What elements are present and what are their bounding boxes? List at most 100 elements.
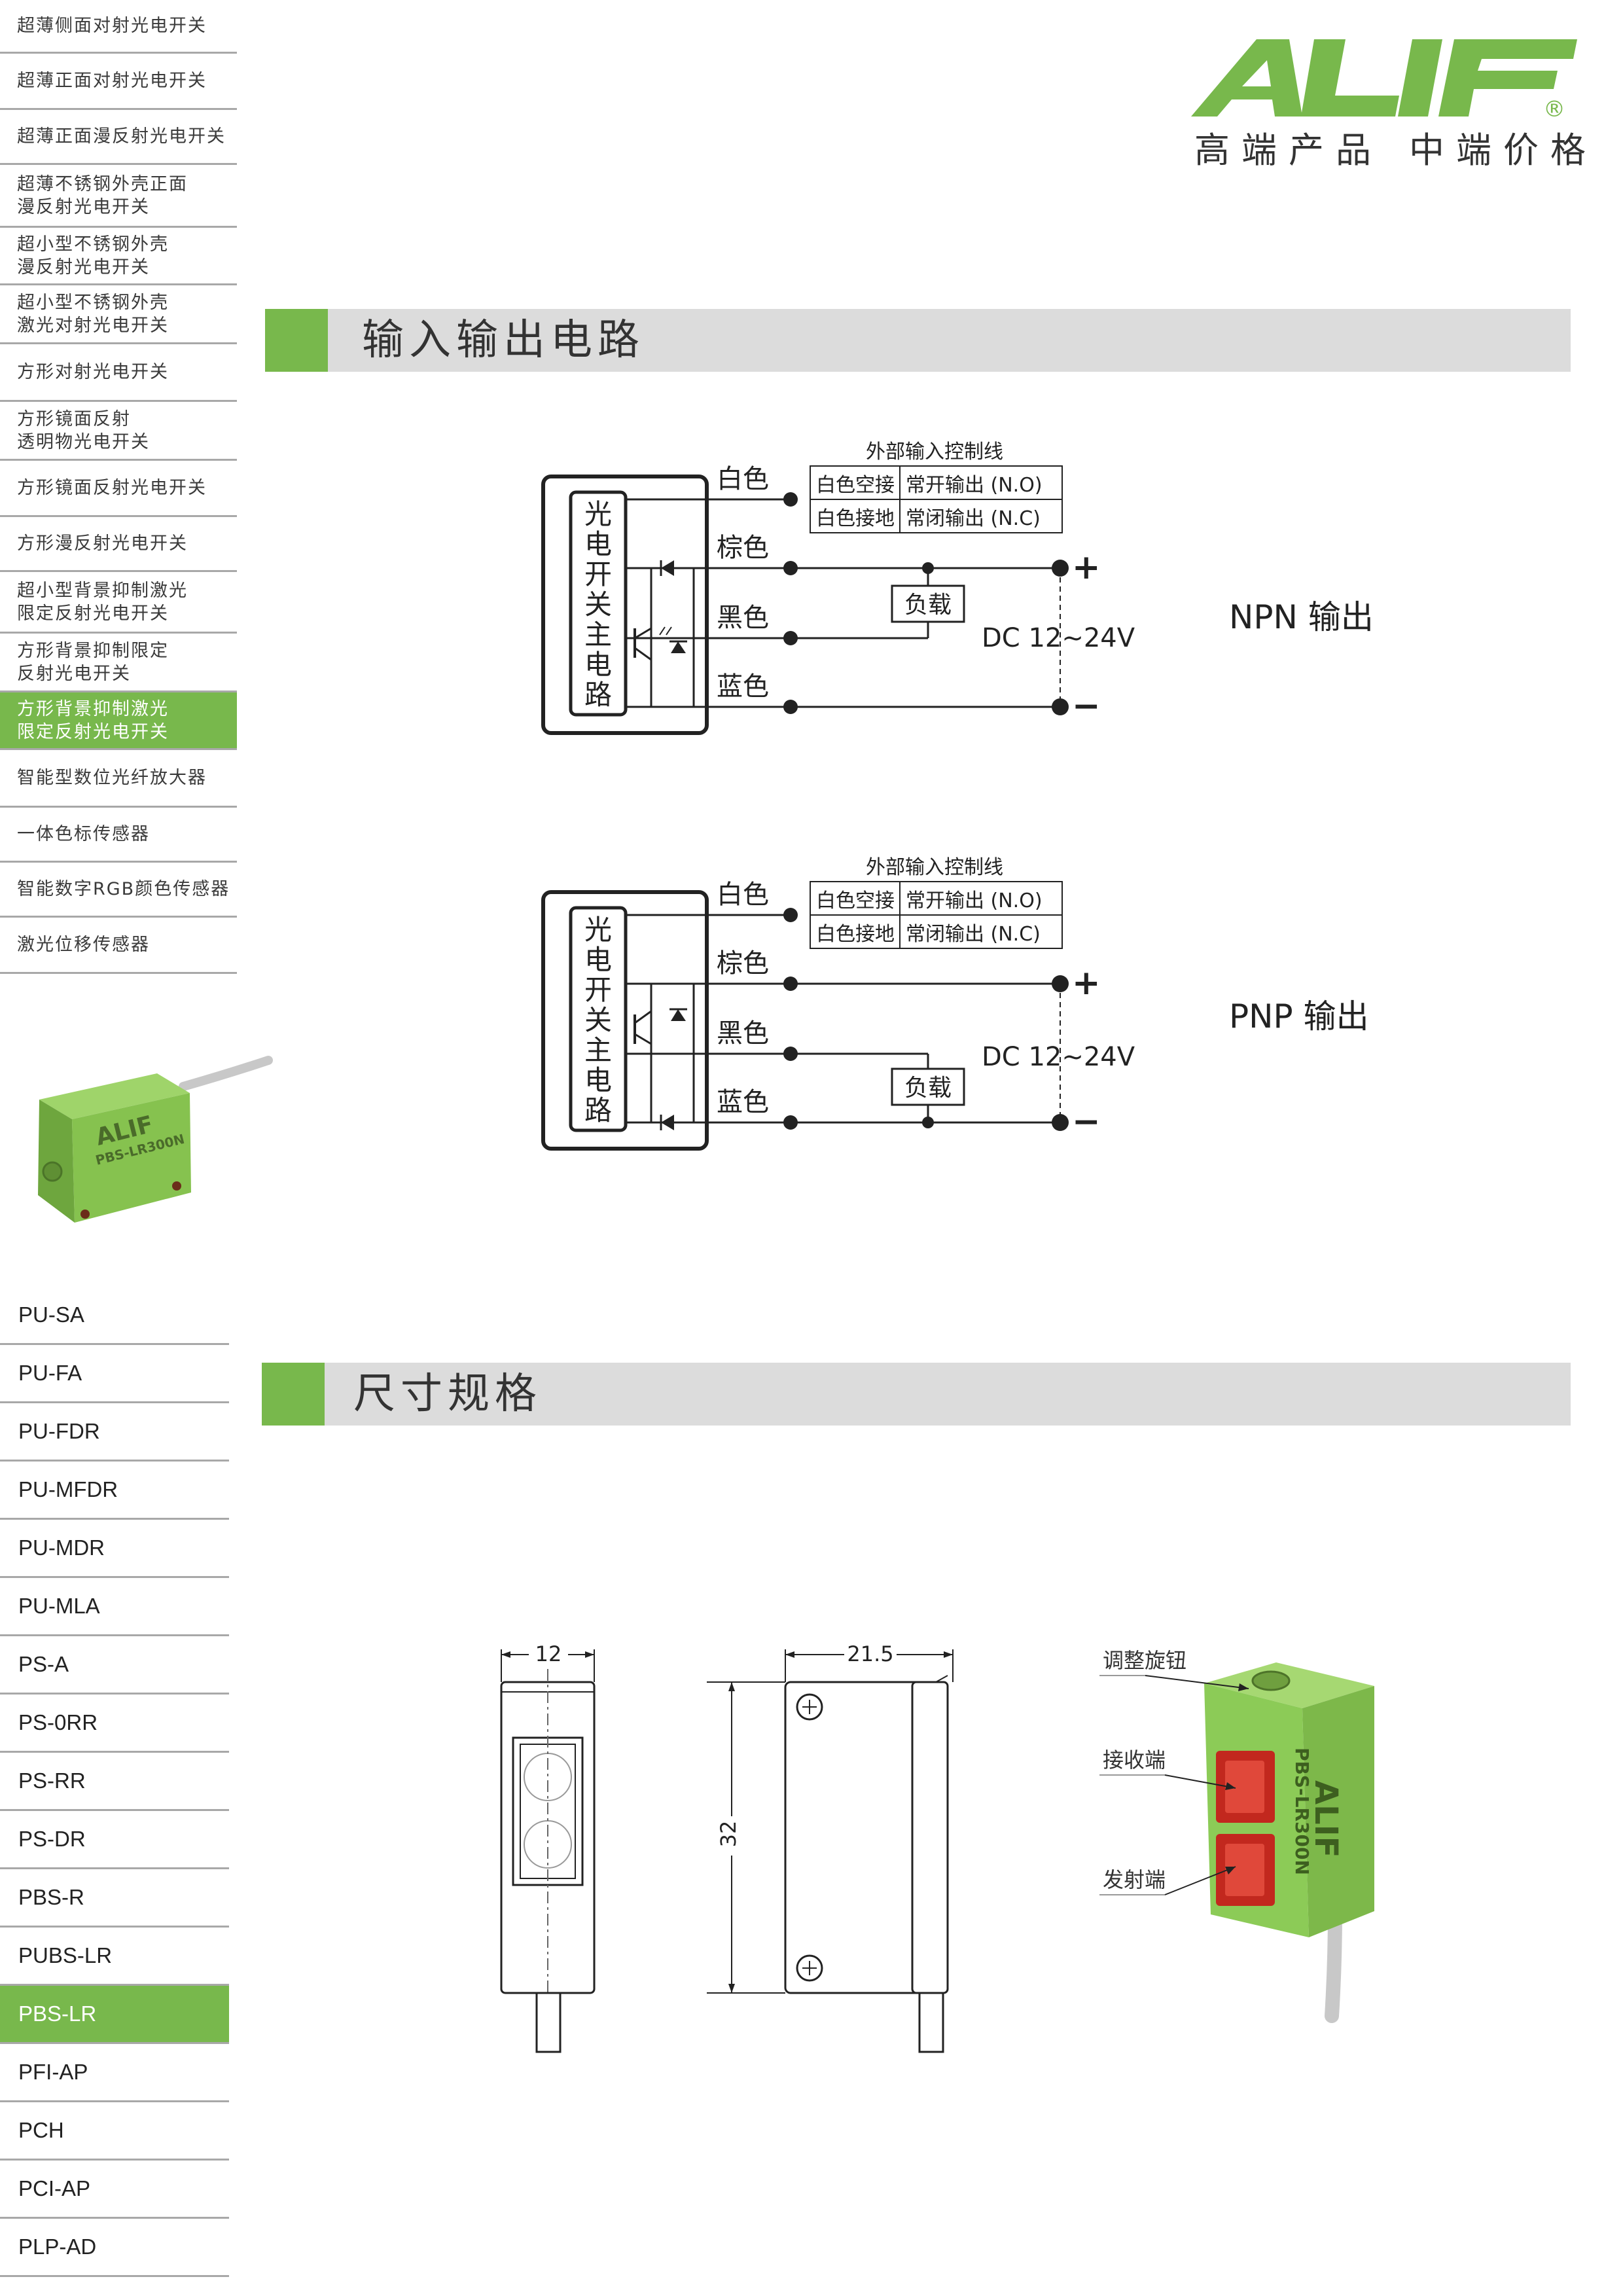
sidebar-category-label: 方形漫反射光电开关 [17,533,188,554]
pnp-wire-white: 白色 [717,880,769,910]
pnp-load-label: 负载 [904,1075,952,1102]
slogan-left: 高端产品 [1194,130,1383,171]
model-name: PU-MFDR [18,1477,118,1501]
sidebar-category-label: 超薄侧面对射光电开关 [17,16,207,36]
sensor-label: PBS-LR300N [1291,1748,1313,1875]
model-list-item[interactable]: PU-MDR [0,1520,229,1578]
sidebar-category-label: 限定反射光电开关 [17,721,169,742]
model-name: PS-0RR [18,1710,98,1734]
sidebar-category-label: 超小型不锈钢外壳 [17,234,169,255]
sidebar-category-item[interactable]: 方形漫反射光电开关 [0,517,237,572]
sidebar-category-item[interactable]: 方形背景抑制限定反射光电开关 [0,634,237,692]
model-name: PCH [18,2118,64,2142]
pnp-wire-black: 黑色 [717,1018,769,1049]
model-list-item[interactable]: PS-RR [0,1753,229,1811]
model-list-item[interactable]: PU-MLA [0,1578,229,1636]
sidebar-category-label: 方形镜面反射光电开关 [17,478,207,498]
pnp-plus: + [1072,963,1101,1003]
logo-slogan: 高端产品中端价格 [1194,121,1597,173]
sensor-brand: ALIF [1308,1780,1344,1857]
model-name: PUBS-LR [18,1943,113,1967]
sidebar-category-item[interactable]: 超小型不锈钢外壳漫反射光电开关 [0,228,237,285]
model-list-item[interactable]: PLP-AD [0,2219,229,2277]
sidebar-category-item[interactable]: 方形镜面反射光电开关 [0,461,237,517]
callout-knob: 调整旋钮 [1103,1648,1186,1673]
npn-circuit-diagram: 光电开关主电路 白色 棕色 黑色 蓝色 负载 + − DC 12~24V 外部输… [541,440,1374,735]
adjust-knob-icon [42,1161,63,1182]
pnp-table-title: 外部输入控制线 [866,856,1003,879]
npn-wire-blue: 蓝色 [717,672,769,702]
sidebar-category-label: 激光对射光电开关 [17,315,169,336]
pnp-minus: − [1072,1102,1101,1141]
sidebar-category-item[interactable]: 超小型背景抑制激光限定反射光电开关 [0,572,237,634]
model-list-item[interactable]: PU-FA [0,1345,229,1403]
dimension-drawing: 12 21.5 32 [500,1641,954,2053]
registered-mark: ® [1543,96,1565,122]
npn-table-r2c2: 常闭输出 (N.C) [906,507,1041,530]
model-list-item[interactable]: PUBS-LR [0,1928,229,1986]
model-list-item[interactable]: PFI-AP [0,2044,229,2102]
sidebar-category-label: 方形对射光电开关 [17,362,169,382]
sidebar-category-item[interactable]: 方形背景抑制激光限定反射光电开关 [0,692,237,750]
model-name: PBS-LR [18,2001,97,2026]
sidebar-category-label: 超薄正面漫反射光电开关 [17,126,226,147]
pnp-table-r1c1: 白色空接 [816,889,895,912]
npn-supply: DC 12~24V [982,623,1135,653]
npn-table-r1c1: 白色空接 [816,474,895,497]
sidebar-category-item[interactable]: 超薄正面对射光电开关 [0,54,237,110]
sidebar-category-label: 一体色标传感器 [17,824,150,844]
model-list-item[interactable]: PCI-AP [0,2161,229,2219]
model-list-item[interactable]: PS-0RR [0,1695,229,1753]
pnp-circuit-diagram: 光电开关主电路 白色 棕色 黑色 蓝色 负载 + − DC 12~24V 外部输… [541,856,1369,1151]
sidebar-category-label: 超小型不锈钢外壳 [17,292,169,313]
npn-wire-brown: 棕色 [717,533,769,563]
model-list-item[interactable]: PBS-R [0,1869,229,1928]
sidebar-category-item[interactable]: 超薄正面漫反射光电开关 [0,110,237,165]
section-dim-title: 尺寸规格 [353,1370,542,1418]
npn-wire-black: 黑色 [717,603,769,633]
section-io-title: 输入输出电路 [362,316,645,365]
section-dim-header: 尺寸规格 [262,1363,1571,1426]
callout-emitter: 发射端 [1103,1867,1166,1892]
model-name: PS-DR [18,1827,86,1851]
model-list-item[interactable]: PS-DR [0,1811,229,1869]
section-io-header: 输入输出电路 [265,309,1571,372]
npn-table-r2c1: 白色接地 [816,507,895,530]
sidebar-category-item[interactable]: 超薄不锈钢外壳正面漫反射光电开关 [0,165,237,228]
dim-height: 32 [716,1821,741,1848]
sidebar-category-label: 方形背景抑制激光 [17,698,169,719]
sidebar-category-item[interactable]: 超小型不锈钢外壳激光对射光电开关 [0,285,237,344]
sidebar-category-item[interactable]: 智能数字RGB颜色传感器 [0,863,237,918]
pnp-table-r1c2: 常开输出 (N.O) [906,889,1043,912]
model-name: PCI-AP [18,2176,91,2200]
model-name: PU-MDR [18,1535,105,1560]
pnp-table-r2c1: 白色接地 [816,923,895,946]
model-list-item[interactable]: PU-SA [0,1287,229,1345]
sidebar-category-label: 超小型背景抑制激光 [17,580,188,601]
pnp-table-r2c2: 常闭输出 (N.C) [906,923,1041,946]
sidebar-category-item[interactable]: 智能型数位光纤放大器 [0,750,237,808]
sidebar-category-label: 反射光电开关 [17,663,131,684]
sidebar-category-item[interactable]: 一体色标传感器 [0,808,237,863]
npn-table-title: 外部输入控制线 [866,440,1003,463]
npn-wire-white: 白色 [717,464,769,494]
pnp-output-label: PNP 输出 [1229,997,1369,1035]
model-list-item[interactable]: PU-FDR [0,1403,229,1462]
sidebar-category-label: 限定反射光电开关 [17,603,169,624]
sidebar-category-label: 方形镜面反射 [17,408,131,429]
sidebar-category-item[interactable]: 超薄侧面对射光电开关 [0,0,237,54]
npn-load-label: 负载 [904,592,952,619]
model-list-item[interactable]: PBS-LR [0,1986,229,2044]
pnp-supply: DC 12~24V [982,1042,1135,1072]
sidebar-category-item[interactable]: 方形对射光电开关 [0,344,237,402]
model-name: PU-FA [18,1361,82,1385]
model-list-item[interactable]: PU-MFDR [0,1462,229,1520]
dim-depth: 21.5 [847,1641,893,1666]
sidebar-category-label: 智能数字RGB颜色传感器 [17,879,230,899]
model-name: PLP-AD [18,2234,97,2259]
model-list-item[interactable]: PS-A [0,1636,229,1695]
sidebar-category-item[interactable]: 方形镜面反射透明物光电开关 [0,402,237,461]
npn-output-label: NPN 输出 [1229,598,1374,636]
model-list-item[interactable]: PCH [0,2102,229,2161]
sidebar-category-item[interactable]: 激光位移传感器 [0,918,237,974]
